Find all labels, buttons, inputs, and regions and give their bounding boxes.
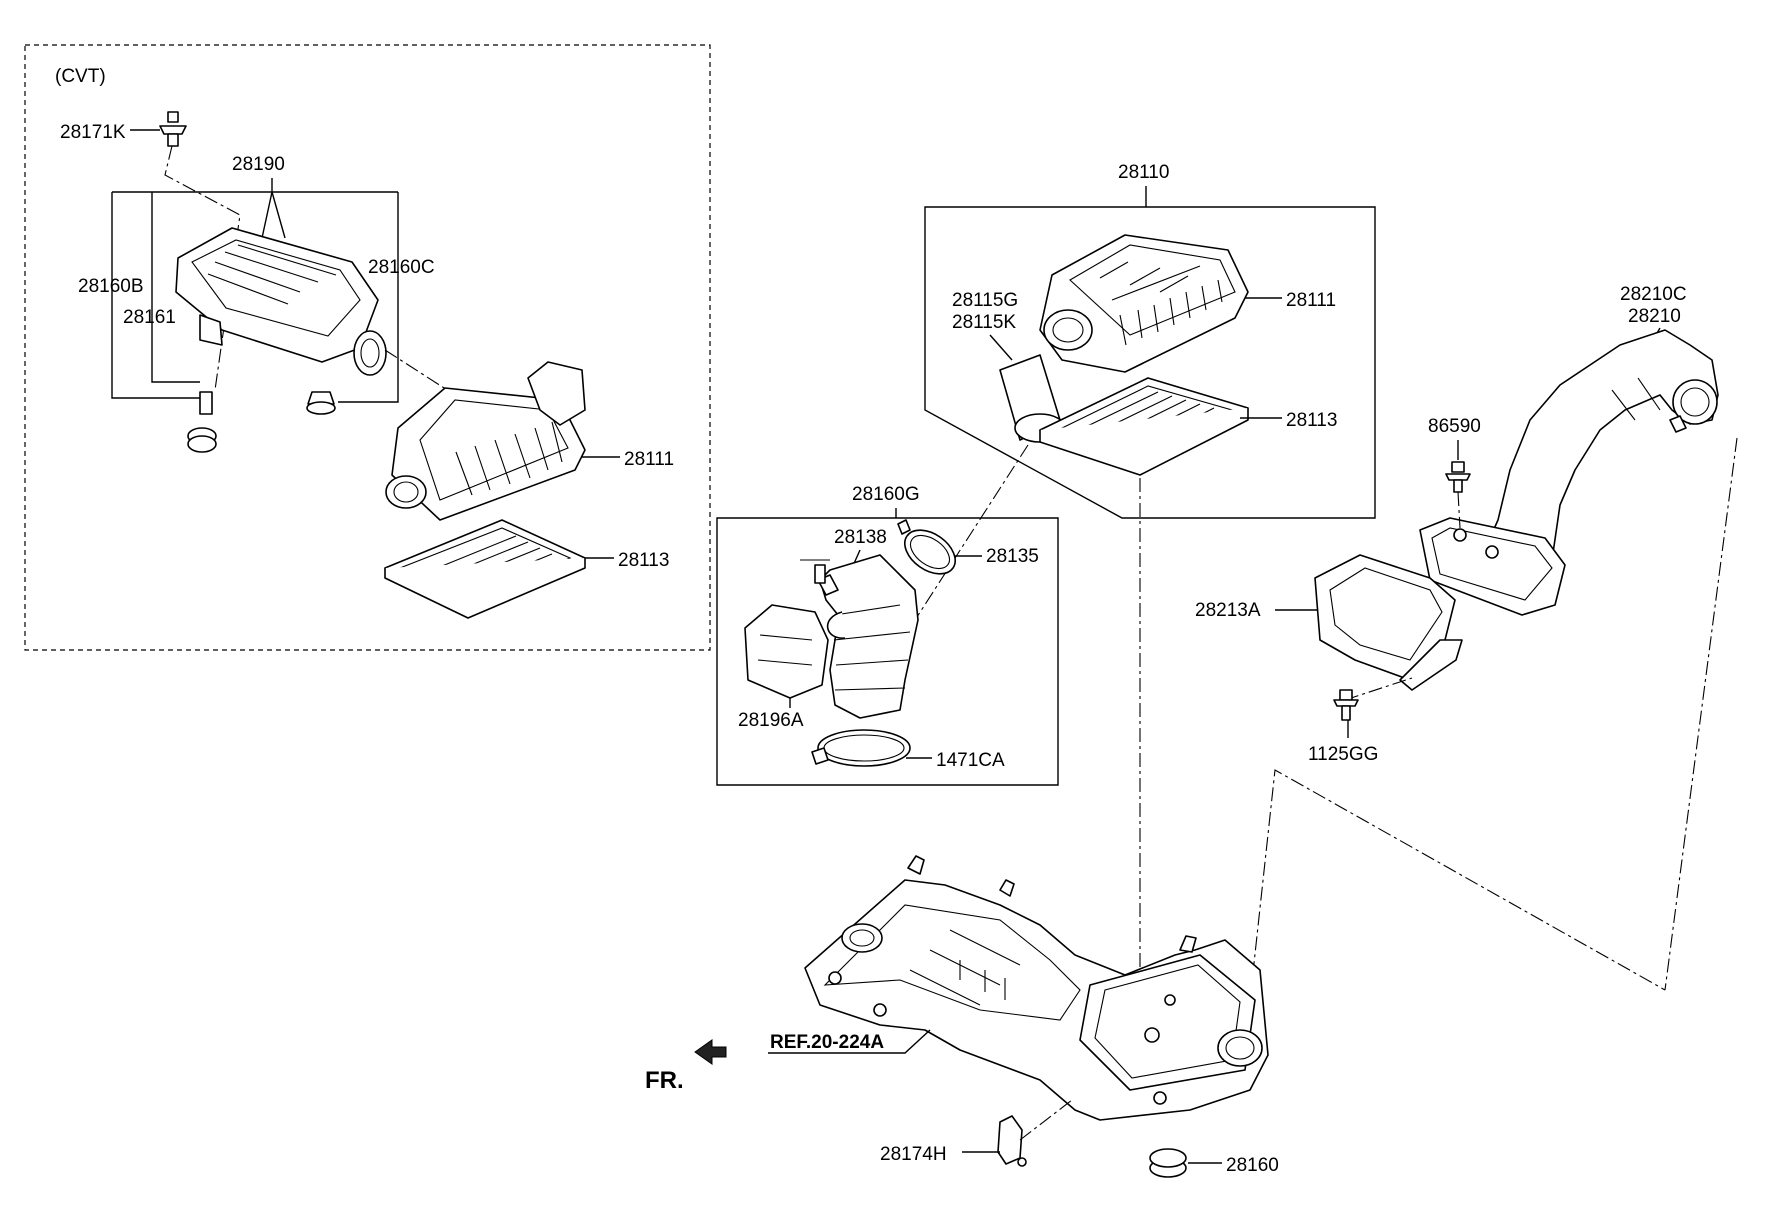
collar-28161-icon [199,391,213,415]
label-1125GG: 1125GG [1308,744,1378,765]
bracket-28174H-icon [997,1115,1027,1167]
bolt-28171K-icon [159,111,187,147]
label-28115G: 28115G [952,290,1018,311]
cvt-label: (CVT) [55,66,106,87]
label-28113: 28113 [1286,410,1337,431]
front-arrow-icon [694,1039,727,1065]
label-28161: 28161 [123,307,176,328]
bolt-86590-icon [1445,461,1471,493]
label-28210: 28210 [1628,306,1681,327]
grommet-28160-icon [1149,1148,1187,1178]
air-cleaner-cover-cvt-upper-icon [175,227,387,376]
air-cleaner-cover-28111-icon [1039,234,1249,373]
label-28160C: 28160C [368,257,435,278]
cvt-group-frame [24,44,711,651]
label-28190: 28190 [232,154,285,175]
grommet-28160C-icon [306,391,336,415]
air-intake-duct-28210-icon [1419,329,1719,616]
hose-clamp-28135-icon [897,519,956,575]
label-28111-cvt: 28111 [624,449,674,470]
label-28160B: 28160B [78,276,144,297]
bolt-1125GG-icon [1333,689,1359,721]
air-filter-28113-cvt-icon [384,519,586,619]
label-28160G: 28160G [852,484,920,505]
intake-hose-28138-icon [800,554,919,719]
label-28111: 28111 [1286,290,1336,311]
air-cleaner-cover-28111-cvt-icon [385,361,586,521]
front-label: FR. [645,1067,684,1094]
label-28138: 28138 [834,527,887,548]
resonator-28196A-icon [744,604,829,699]
label-28196A: 28196A [738,710,804,731]
label-28171K: 28171K [60,122,126,143]
label-1471CA: 1471CA [936,750,1005,771]
label-28160: 28160 [1226,1155,1279,1176]
label-28135: 28135 [986,546,1039,567]
air-cleaner-lower-body-icon [804,855,1269,1121]
label-28213A: 28213A [1195,600,1261,621]
ref-label: REF.20-224A [770,1032,884,1053]
label-28115K: 28115K [952,312,1016,333]
resonator-28213A-icon [1314,554,1463,691]
label-28113-cvt: 28113 [618,550,669,571]
grommet-28160B-icon [187,427,217,453]
label-28210C: 28210C [1620,284,1687,305]
label-86590: 86590 [1428,416,1481,437]
label-28174H: 28174H [880,1144,947,1165]
label-28110: 28110 [1118,162,1169,183]
air-filter-28113-icon [1039,377,1249,476]
hose-clamp-1471CA-icon [811,729,911,767]
